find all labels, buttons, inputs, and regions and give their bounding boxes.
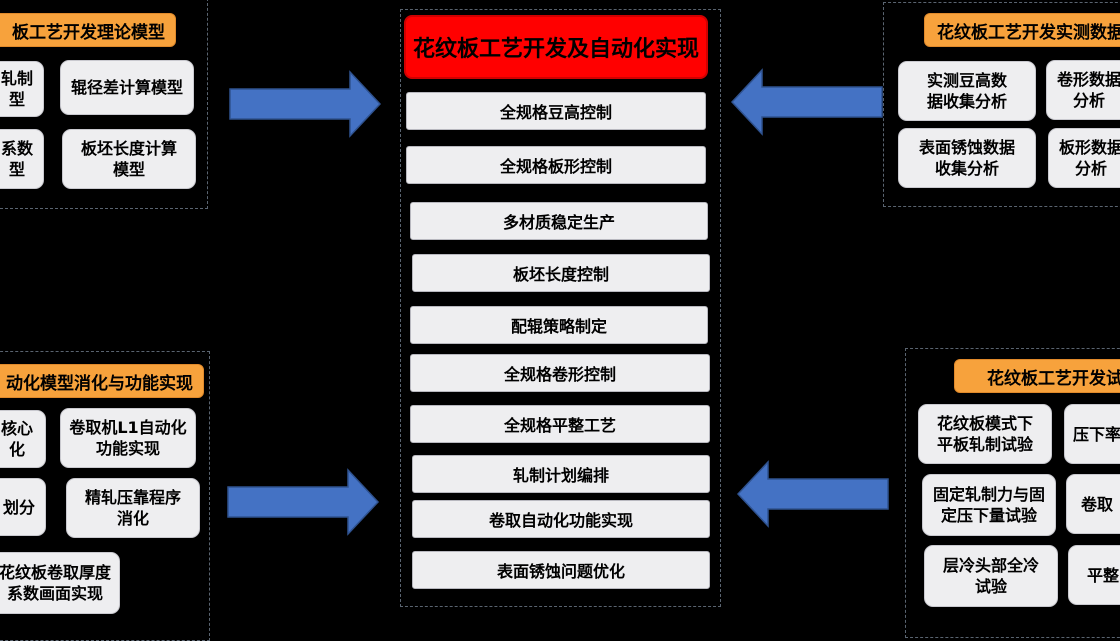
center-item-6: 全规格卷形控制 (410, 354, 710, 392)
center-item-8: 轧制计划编排 (412, 455, 710, 493)
bottom-right-box-5: 层冷头部全冷 试验 (924, 545, 1058, 607)
top-right-box-1: 实测豆高数 据收集分析 (898, 61, 1036, 121)
center-panel (400, 9, 721, 607)
top-left-box-1: 轧制 型 (0, 61, 44, 117)
bottom-right-box-1: 花纹板模式下 平板轧制试验 (918, 404, 1052, 464)
center-item-4: 板坯长度控制 (412, 254, 710, 292)
top-left-box-3: 系数 型 (0, 129, 44, 189)
bottom-left-title: 动化模型消化与功能实现 (0, 364, 204, 398)
top-right-title: 花纹板工艺开发实测数据 (924, 13, 1120, 47)
top-left-title: 板工艺开发理论模型 (0, 13, 176, 47)
center-item-5: 配辊策略制定 (410, 306, 708, 344)
center-item-7: 全规格平整工艺 (410, 405, 710, 443)
bottom-left-box-2: 卷取机L1自动化 功能实现 (60, 408, 196, 468)
center-title: 花纹板工艺开发及自动化实现 (404, 15, 708, 79)
center-item-2: 全规格板形控制 (406, 146, 706, 184)
bottom-right-box-2: 压下率 (1064, 404, 1120, 464)
center-item-3: 多材质稳定生产 (410, 202, 708, 240)
bottom-left-box-5: 花纹板卷取厚度 系数画面实现 (0, 552, 120, 614)
top-left-box-4: 板坯长度计算 模型 (62, 129, 196, 189)
center-item-10: 表面锈蚀问题优化 (412, 551, 710, 589)
arrow-right-top-icon (229, 70, 382, 138)
bottom-left-box-4: 精轧压靠程序 消化 (66, 478, 200, 538)
top-right-box-3: 表面锈蚀数据 收集分析 (898, 128, 1036, 188)
top-left-panel (0, 0, 208, 209)
top-right-box-4: 板形数据 分析 (1048, 128, 1120, 188)
arrow-right-bottom-icon (227, 468, 380, 536)
center-item-1: 全规格豆高控制 (406, 92, 706, 130)
bottom-right-box-6: 平整 (1068, 545, 1120, 605)
top-left-box-2: 辊径差计算模型 (60, 60, 194, 115)
bottom-right-box-3: 固定轧制力与固 定压下量试验 (922, 474, 1056, 536)
arrow-left-top-icon (730, 68, 883, 136)
bottom-left-box-3: 划分 (0, 478, 46, 536)
bottom-left-box-1: 核心 化 (0, 410, 46, 468)
top-right-panel (883, 2, 1120, 207)
top-right-box-2: 卷形数据 分析 (1046, 60, 1120, 120)
bottom-right-title: 花纹板工艺开发试验 (954, 359, 1120, 393)
arrow-left-bottom-icon (736, 460, 889, 528)
bottom-right-box-4: 卷取 (1066, 474, 1120, 534)
center-item-9: 卷取自动化功能实现 (412, 500, 710, 538)
